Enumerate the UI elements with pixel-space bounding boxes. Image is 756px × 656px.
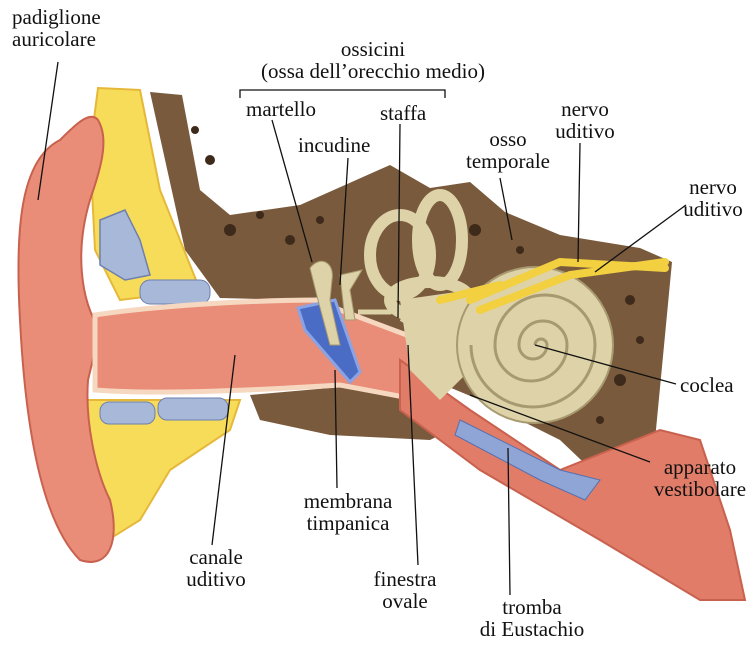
label-line: uditivo	[555, 119, 615, 143]
label-ossicles: ossicini (ossa dell’orecchio medio)	[228, 38, 518, 82]
label-line: (ossa dell’orecchio medio)	[261, 59, 485, 83]
label-eustachian-tube: tromba di Eustachio	[462, 596, 602, 640]
label-line: tromba	[502, 595, 562, 619]
label-line: apparato	[663, 455, 737, 479]
label-line: finestra	[373, 567, 437, 591]
malleus-shape	[309, 260, 341, 346]
label-pinna: padiglione auricolare	[12, 6, 101, 50]
label-incus: incudine	[298, 133, 371, 157]
auditory-nerve	[436, 257, 669, 314]
vestibule	[400, 290, 480, 400]
leader-lines	[37, 61, 687, 596]
label-stapes: staffa	[380, 101, 427, 125]
label-line: nervo	[561, 97, 609, 121]
label-line: vestibolare	[653, 477, 747, 501]
label-vestibular: apparato vestibolare	[648, 456, 752, 500]
cartilage	[99, 401, 156, 425]
cartilage	[99, 209, 151, 281]
label-line: timpanica	[306, 511, 390, 535]
label-line: osso	[489, 127, 527, 151]
label-oval-window: finestra ovale	[362, 568, 448, 612]
label-cochlea: coclea	[680, 373, 734, 397]
label-line: uditivo	[186, 567, 246, 591]
label-tympanic-membrane: membrana timpanica	[300, 490, 396, 534]
label-line: uditivo	[683, 197, 743, 221]
label-line: nervo	[689, 175, 737, 199]
label-line: auricolare	[12, 27, 96, 51]
label-line: canale	[189, 545, 243, 569]
label-temporal-bone: osso temporale	[465, 128, 551, 172]
label-line: padiglione	[12, 5, 101, 29]
label-line: temporale	[466, 149, 550, 173]
label-auditory-nerve-2: nervo uditivo	[678, 176, 748, 220]
label-ear-canal: canale uditivo	[178, 546, 254, 590]
label-malleus: martello	[246, 97, 316, 121]
label-auditory-nerve: nervo uditivo	[550, 98, 620, 142]
label-line: ossicini	[340, 37, 406, 61]
label-line: ovale	[382, 589, 428, 613]
pinna	[17, 115, 115, 563]
label-line: di Eustachio	[479, 617, 585, 641]
vestibular-canal	[454, 419, 601, 501]
cartilage	[139, 279, 211, 305]
label-line: membrana	[303, 489, 393, 513]
cartilage	[157, 397, 229, 421]
incus-shape	[339, 269, 364, 321]
